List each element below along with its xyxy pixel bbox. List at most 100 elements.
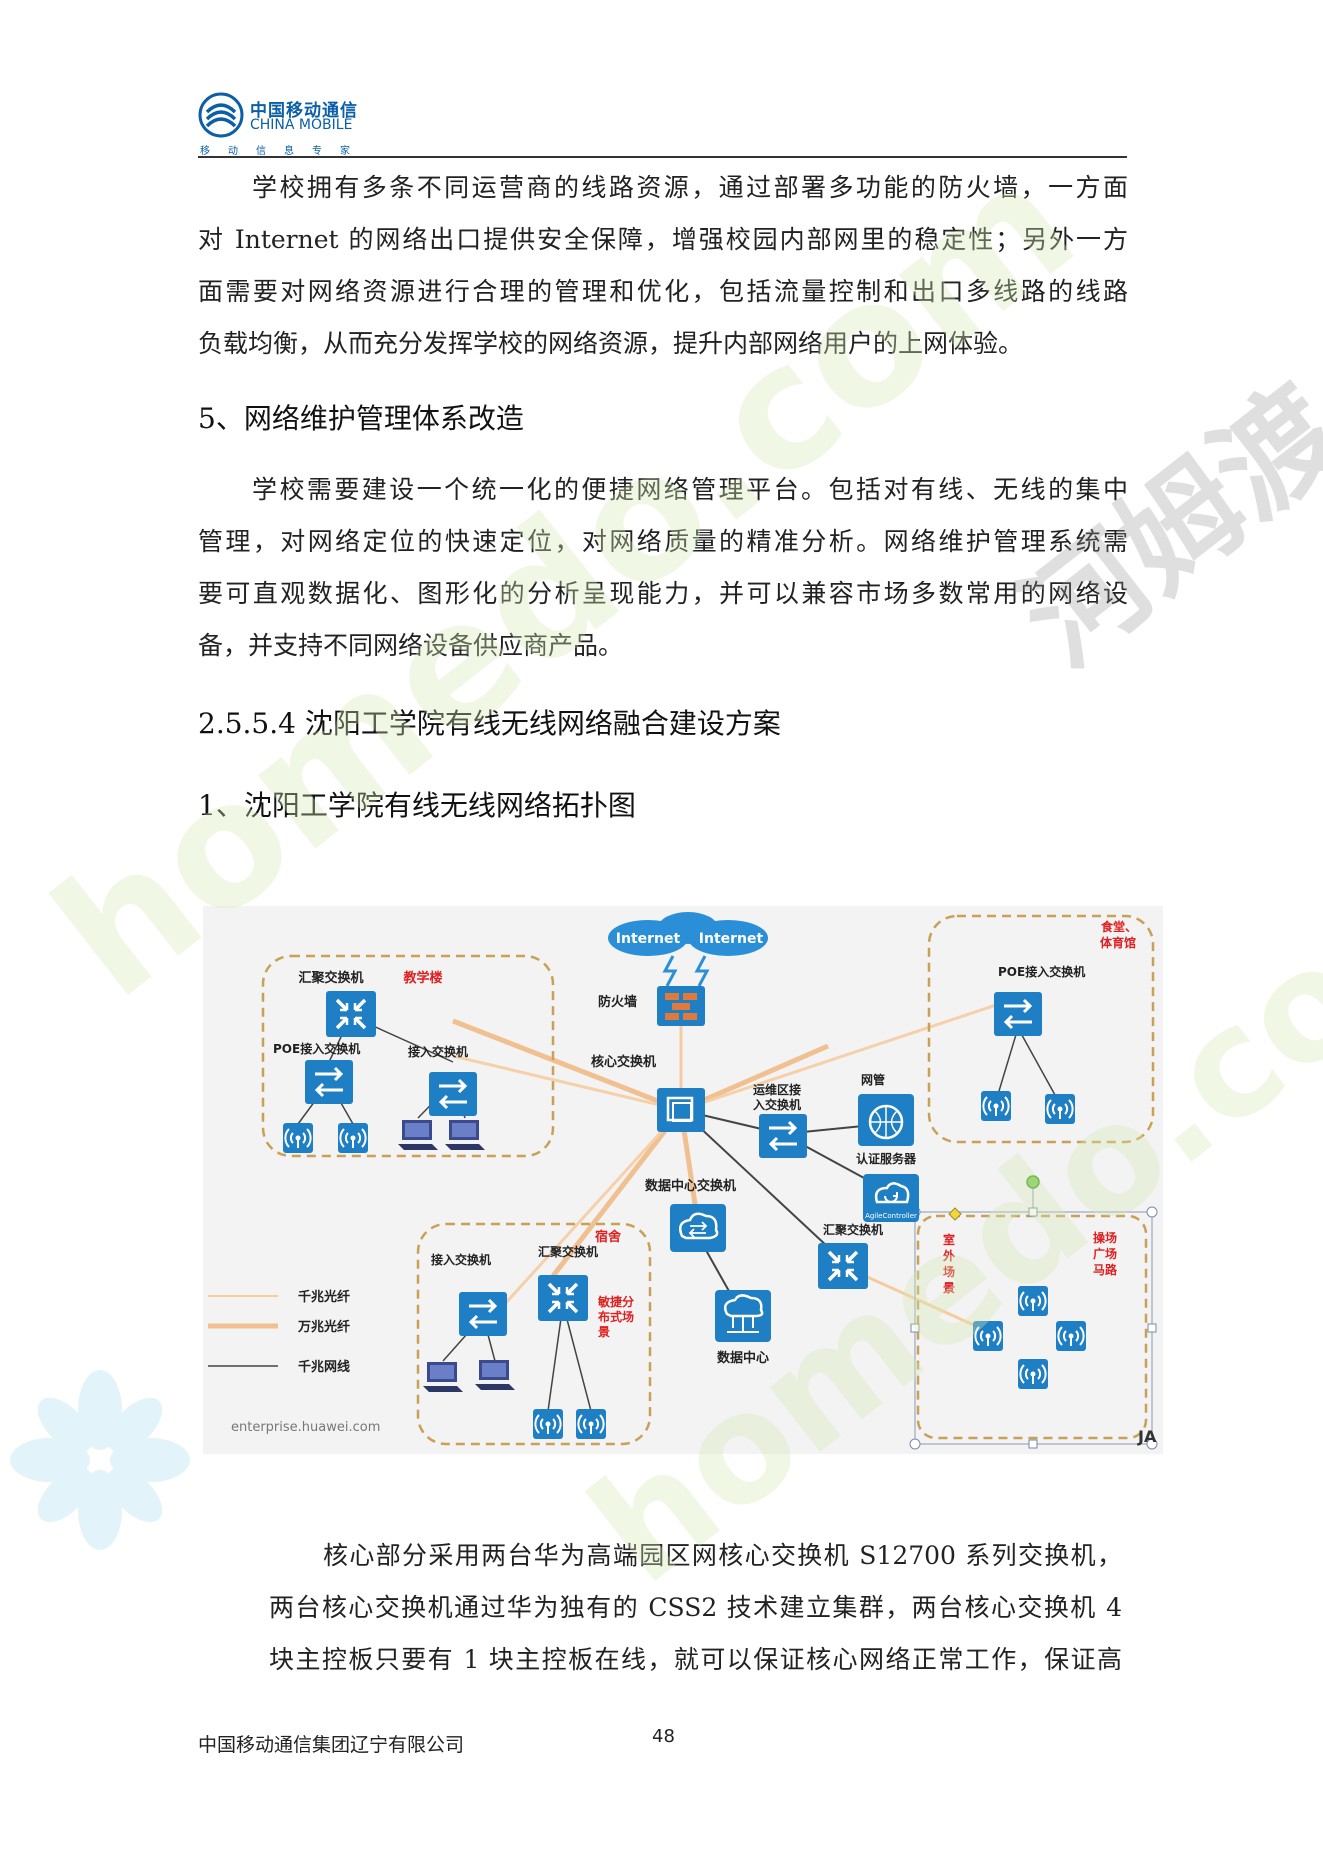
teaching-aggregation-label: 汇聚交换机 [298,970,363,986]
dorm-access-switch-icon [457,1290,509,1338]
wireless-ap-icon [980,1090,1012,1122]
link-core-dorm-2 [501,1108,683,1308]
wireless-ap-icon [1017,1358,1049,1390]
wireless-ap-icon [532,1408,564,1440]
ops-access-label-line1: 运维区接 [753,1082,801,1097]
link-core-canteen-2 [680,994,1024,1112]
outdoor-aggregation-label: 汇聚交换机 [823,1222,883,1237]
paragraph-line: 负载均衡，从而充分发挥学校的网络资源，提升内部网络用户的上网体验。 [198,329,1024,358]
firewall-icon [657,986,705,1026]
corner-mark: JA [1137,1427,1157,1446]
teaching-aggregation-switch-icon [324,989,378,1039]
pc-icon [445,1120,485,1150]
agile-scene-label-line1: 敏捷分 [597,1294,634,1309]
teaching-access-switch-icon [427,1070,479,1118]
pc-icon [475,1360,515,1390]
outdoor-scene-label: 室 外 场 景 [943,1232,955,1295]
canteen-poe-switch-icon [992,990,1044,1038]
dorm-aggregation-label: 汇聚交换机 [538,1244,598,1259]
wireless-ap-icon [282,1122,314,1154]
china-mobile-emblem-icon [198,92,244,138]
teaching-poe-switch-icon [303,1058,355,1106]
legend-10g-fiber-label: 万兆光纤 [297,1319,350,1335]
lightning-icon [694,955,710,987]
paragraph-firewall: 学校拥有多条不同运营商的线路资源，通过部署多功能的防火墙，一方面 对 Inter… [198,162,1128,370]
diagram-legend: 千兆光纤 万兆光纤 千兆网线 [208,1289,350,1375]
auth-server-icon [863,1174,919,1222]
heading-topology: 1、沈阳工学院有线无线网络拓扑图 [198,789,636,822]
dc-switch-icon [670,1204,726,1252]
internet-label-2: Internet [699,931,764,947]
agile-scene-label-line2: 布式场 [598,1309,634,1324]
internet-label-1: Internet [616,931,681,947]
link-core-teaching-2 [452,1054,682,1112]
heading-section-2554: 2.5.5.4 沈阳工学院有线无线网络融合建设方案 [198,707,781,740]
link-dorm-agg-ap2 [562,1303,592,1412]
link-canteen-poe-ap1 [995,1027,1019,1102]
paragraph-line: 学校需要建设一个统一化的便捷网络管理平台。包括对有线、无线的集中 [252,475,1128,504]
paragraph-line: 核心部分采用两台华为高端园区网核心交换机 S12700 系列交换机， [323,1541,1122,1570]
link-core-teaching [452,1018,682,1113]
link-dorm-agg-ap1 [547,1303,564,1412]
paragraph-line: 学校拥有多条不同运营商的线路资源，通过部署多功能的防火墙，一方面 [252,173,1128,202]
paragraph-line: 块主控板只要有 1 块主控板在线，就可以保证核心网络正常工作，保证高 [269,1645,1122,1674]
zone-teaching-building [261,954,555,1158]
network-topology-diagram: Internet Internet 防火墙 核心交换机 汇聚交换机 教学楼 PO… [203,906,1163,1454]
teaching-building-label: 教学楼 [402,970,442,986]
header-rule [198,156,1127,158]
wireless-ap-icon [575,1408,607,1440]
teaching-poe-access-label: POE接入交换机 [273,1041,360,1056]
teaching-access-label: 接入交换机 [408,1044,468,1059]
paragraph-core-switch: 核心部分采用两台华为高端园区网核心交换机 S12700 系列交换机， 两台核心交… [269,1530,1122,1686]
dorm-label: 宿舍 [595,1229,622,1245]
wireless-ap-icon [1055,1320,1087,1352]
wireless-ap-icon [1017,1285,1049,1317]
playground-label-line3: 马路 [1093,1262,1118,1277]
playground-label-line2: 广场 [1093,1246,1117,1261]
link-core-dorm [551,1108,683,1278]
ops-access-label-line2: 入交换机 [753,1097,801,1112]
link-core-canteen [680,1043,829,1113]
link-outdoor-playground [842,1264,999,1338]
logo-chinese-name: 中国移动通信 [250,101,358,121]
legend-gig-fiber-label: 千兆光纤 [298,1289,350,1305]
outdoor-scene-char: 外 [943,1248,955,1263]
pc-icon [423,1362,463,1392]
logo-tagline: 移动信息专家 [200,146,368,157]
wireless-ap-icon [337,1122,369,1154]
agile-controller-label: AgileController [865,1212,917,1220]
wireless-ap-icon [1044,1093,1076,1125]
paragraph-line: 备，并支持不同网络设备供应商产品。 [198,631,624,660]
auth-server-label: 认证服务器 [856,1151,917,1166]
selection-frame [909,1175,1158,1450]
paragraph-line: 管理，对网络定位的快速定位，对网络质量的精准分析。网络维护管理系统需 [198,527,1128,556]
zone-canteen-gym [927,914,1155,1144]
page-number: 48 [652,1726,675,1747]
wireless-ap-icon [972,1320,1004,1352]
datacenter-icon [715,1290,771,1342]
ops-access-switch-icon [757,1112,809,1160]
zone-dorm [416,1222,652,1446]
firewall-label: 防火墙 [598,994,637,1010]
dorm-access-label: 接入交换机 [431,1252,491,1267]
playground-label-line1: 操场 [1093,1230,1117,1245]
link-canteen-poe-ap2 [1017,1027,1061,1105]
agile-scene-label-line3: 景 [598,1325,610,1339]
logo-english-name: CHINA MOBILE [250,117,353,133]
lightning-icon [662,955,678,987]
dc-switch-label: 数据中心交换机 [645,1178,736,1194]
legend-gig-cable-label: 千兆网线 [298,1359,350,1375]
internet-cloud-icon [608,912,768,956]
heading-maintenance: 5、网络维护管理体系改造 [198,402,524,435]
paragraph-line: 要可直观数据化、图形化的分析呈现能力，并可以兼容市场多数常用的网络设 [198,579,1128,608]
dorm-aggregation-switch-icon [536,1273,590,1323]
paragraph-line: 对 Internet 的网络出口提供安全保障，增强校园内部网里的稳定性；另外一方 [198,225,1128,254]
outdoor-scene-char: 景 [943,1281,955,1295]
china-mobile-logo: 中国移动通信 CHINA MOBILE 移动信息专家 [198,92,368,158]
paragraph-management: 学校需要建设一个统一化的便捷网络管理平台。包括对有线、无线的集中 管理，对网络定… [198,464,1128,672]
paragraph-line: 面需要对网络资源进行合理的管理和优化，包括流量控制和出口多线路的线路 [198,277,1128,306]
footer-company: 中国移动通信集团辽宁有限公司 [198,1734,465,1756]
outdoor-scene-char: 场 [943,1265,955,1279]
link-core-outdoor [680,1109,844,1262]
core-switch-icon [657,1088,705,1132]
